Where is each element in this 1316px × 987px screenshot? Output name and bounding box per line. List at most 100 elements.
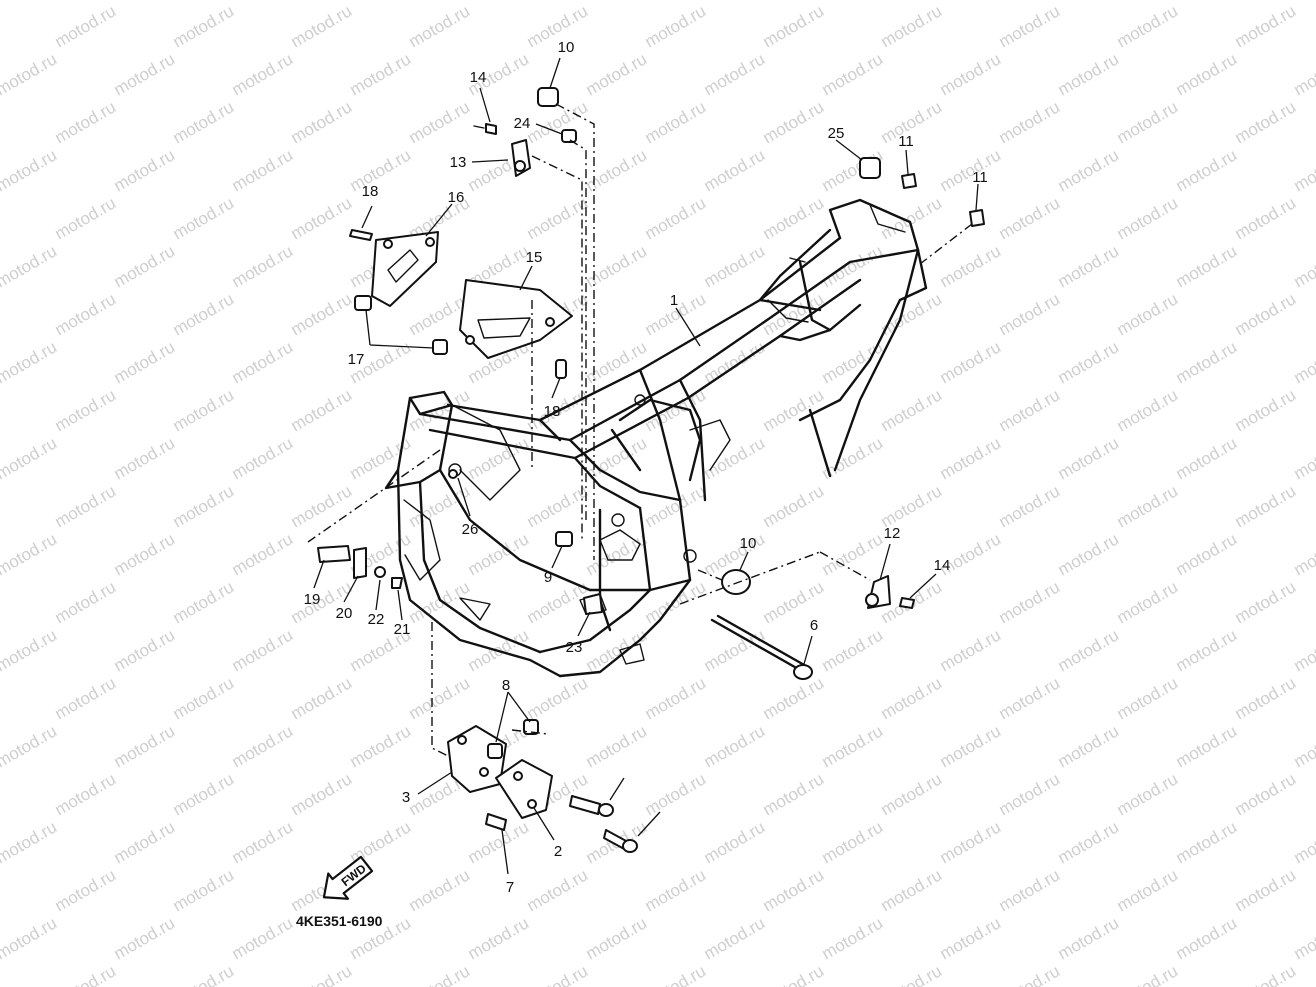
watermark-text: motod.ru (1291, 721, 1316, 771)
watermark-text: motod.ru (170, 481, 238, 531)
watermark-text: motod.ru (1173, 529, 1241, 579)
watermark-text: motod.ru (760, 193, 828, 243)
watermark-text: motod.ru (170, 577, 238, 627)
watermark-text: motod.ru (524, 481, 592, 531)
watermark-text: motod.ru (111, 529, 179, 579)
watermark-text: motod.ru (996, 97, 1064, 147)
watermark-text: motod.ru (701, 49, 769, 99)
watermark-text: motod.ru (52, 769, 120, 819)
watermark-text: motod.ru (878, 673, 946, 723)
callout-11: 11 (898, 133, 914, 150)
watermark-text: motod.ru (1232, 961, 1300, 987)
watermark-text: motod.ru (1291, 913, 1316, 963)
watermark-text: motod.ru (760, 481, 828, 531)
watermark-text: motod.ru (1114, 481, 1182, 531)
watermark-text: motod.ru (52, 385, 120, 435)
watermark-text: motod.ru (347, 0, 415, 3)
callout-1: 1 (670, 292, 678, 309)
watermark-text: motod.ru (288, 481, 356, 531)
watermark-text: motod.ru (1232, 769, 1300, 819)
watermark-text: motod.ru (1055, 337, 1123, 387)
watermark-text: motod.ru (0, 961, 1, 987)
watermark-text: motod.ru (1055, 625, 1123, 675)
engine-brackets (447, 719, 638, 853)
watermark-text: motod.ru (52, 673, 120, 723)
watermark-text: motod.ru (288, 961, 356, 987)
watermark-text: motod.ru (1055, 529, 1123, 579)
watermark-text: motod.ru (642, 577, 710, 627)
main-frame (384, 198, 928, 678)
watermark-text: motod.ru (1232, 673, 1300, 723)
watermark-text: motod.ru (1173, 0, 1241, 3)
watermark-text: motod.ru (937, 625, 1005, 675)
watermark-text: motod.ru (1291, 625, 1316, 675)
watermark-text: motod.ru (1291, 433, 1316, 483)
watermark-text: motod.ru (1114, 673, 1182, 723)
watermark-text: motod.ru (701, 913, 769, 963)
watermark-text: motod.ru (0, 529, 60, 579)
watermark-text: motod.ru (819, 721, 887, 771)
watermark-text: motod.ru (229, 529, 297, 579)
watermark-text: motod.ru (288, 673, 356, 723)
watermark-text: motod.ru (52, 97, 120, 147)
watermark-text: motod.ru (878, 769, 946, 819)
watermark-text: motod.ru (52, 481, 120, 531)
watermark-text: motod.ru (111, 721, 179, 771)
watermark-text: motod.ru (760, 1, 828, 51)
watermark-text: motod.ru (583, 0, 651, 3)
bolt-6 (710, 614, 813, 680)
callout-13: 13 (450, 154, 467, 171)
watermark-text: motod.ru (701, 145, 769, 195)
watermark-text: motod.ru (1114, 289, 1182, 339)
watermark-text: motod.ru (0, 97, 1, 147)
watermark-text: motod.ru (642, 97, 710, 147)
watermark-text: motod.ru (642, 769, 710, 819)
watermark-text: motod.ru (1114, 1, 1182, 51)
watermark-text: motod.ru (347, 145, 415, 195)
watermark-text: motod.ru (524, 193, 592, 243)
lower-right-parts (721, 569, 915, 609)
watermark-text: motod.ru (1114, 961, 1182, 987)
watermark-text: motod.ru (288, 97, 356, 147)
watermark-text: motod.ru (1055, 913, 1123, 963)
watermark-text: motod.ru (878, 961, 946, 987)
watermark-text: motod.ru (1291, 241, 1316, 291)
watermark-text: motod.ru (170, 865, 238, 915)
watermark-text: motod.ru (1173, 49, 1241, 99)
watermark-text: motod.ru (937, 721, 1005, 771)
watermark-text: motod.ru (288, 769, 356, 819)
watermark-text: motod.ru (1291, 529, 1316, 579)
watermark-text: motod.ru (1232, 1, 1300, 51)
callout-16: 16 (448, 189, 465, 206)
watermark-text: motod.ru (229, 145, 297, 195)
watermark-text: motod.ru (1232, 193, 1300, 243)
watermark-text: motod.ru (1055, 0, 1123, 3)
watermark-text: motod.ru (937, 817, 1005, 867)
watermark-text: motod.ru (937, 913, 1005, 963)
watermark-text: motod.ru (937, 49, 1005, 99)
watermark-text: motod.ru (1291, 337, 1316, 387)
watermark-text: motod.ru (0, 481, 1, 531)
callout-3: 3 (402, 789, 410, 806)
watermark-text: motod.ru (819, 433, 887, 483)
watermark-text: motod.ru (52, 193, 120, 243)
watermark-text: motod.ru (701, 817, 769, 867)
watermark-text: motod.ru (111, 913, 179, 963)
lock-parts (317, 545, 403, 589)
watermark-text: motod.ru (229, 337, 297, 387)
watermark-text: motod.ru (524, 961, 592, 987)
callout-20: 20 (336, 605, 353, 622)
watermark-text: motod.ru (1055, 49, 1123, 99)
bracket-16 (349, 229, 439, 311)
watermark-text: motod.ru (111, 145, 179, 195)
watermark-text: motod.ru (1173, 625, 1241, 675)
watermark-text: motod.ru (229, 49, 297, 99)
watermark-text: motod.ru (760, 865, 828, 915)
callout-14: 14 (934, 557, 951, 574)
watermark-text: motod.ru (1055, 721, 1123, 771)
watermark-text: motod.ru (996, 193, 1064, 243)
callout-21: 21 (394, 621, 411, 638)
watermark-text: motod.ru (0, 577, 1, 627)
